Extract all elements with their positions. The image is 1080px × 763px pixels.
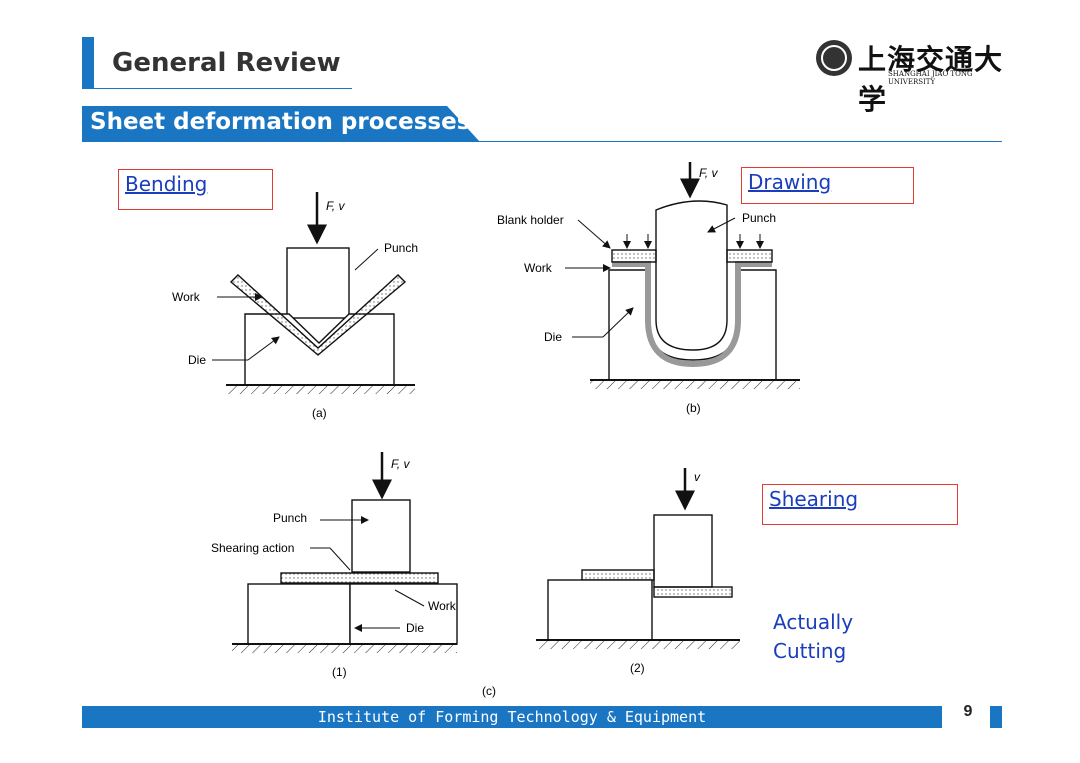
- drawing-die-label: Die: [544, 330, 562, 344]
- page-number: 9: [963, 703, 973, 720]
- drawing-work-label: Work: [524, 261, 553, 275]
- bending-force-label: F, v: [326, 199, 345, 213]
- shearing-link[interactable]: Shearing: [769, 487, 859, 511]
- shearing-die-label: Die: [406, 621, 424, 635]
- drawing-link[interactable]: Drawing: [748, 170, 832, 194]
- header-underline: [82, 88, 352, 89]
- note-line-1: Actually: [773, 610, 854, 634]
- shearing-punch-label: Punch: [273, 511, 307, 525]
- logo-chinese-text: 上海交通大学: [858, 43, 1004, 116]
- note-line-2: Cutting: [773, 639, 847, 663]
- bending-caption: (a): [312, 406, 327, 420]
- logo-english-text: SHANGHAI JIAO TONG UNIVERSITY: [888, 70, 973, 86]
- drawing-caption: (b): [686, 401, 701, 415]
- bending-link[interactable]: Bending: [125, 172, 208, 196]
- section-title: Sheet deformation processes: [90, 109, 471, 135]
- figure-shearing-1: [232, 452, 458, 653]
- header-accent-bar: [82, 37, 94, 89]
- seal-icon: [816, 40, 852, 76]
- bending-label-box[interactable]: Bending: [118, 169, 273, 210]
- shearing-force-label: F, v: [391, 457, 410, 471]
- drawing-label-box[interactable]: Drawing: [741, 167, 914, 204]
- figure-bending: [212, 192, 415, 394]
- shearing-2-force-label: v: [694, 470, 701, 484]
- section-underline: [82, 141, 1002, 142]
- shearing-group-caption: (c): [482, 684, 496, 698]
- drawing-punch-label: Punch: [742, 211, 776, 225]
- section-tab-shape: [82, 106, 480, 142]
- figure-drawing: [565, 162, 800, 389]
- shearing-1-caption: (1): [332, 665, 347, 679]
- footer-bar: [82, 706, 942, 728]
- drawing-force-label: F, v: [699, 166, 718, 180]
- shearing-action-label: Shearing action: [211, 541, 294, 555]
- drawing-blank-holder-label: Blank holder: [497, 213, 564, 227]
- bending-punch-label: Punch: [384, 241, 418, 255]
- bending-die-label: Die: [188, 353, 206, 367]
- bending-work-label: Work: [172, 290, 201, 304]
- figure-shearing-2: [536, 468, 740, 649]
- footer-institute: Institute of Forming Technology & Equipm…: [317, 708, 707, 726]
- shearing-work-label: Work: [428, 599, 457, 613]
- shearing-2-caption: (2): [630, 661, 645, 675]
- page-accent-bar: [990, 706, 1002, 728]
- page-title: General Review: [112, 48, 341, 78]
- university-logo: 上海交通大学 SHANGHAI JIAO TONG UNIVERSITY: [816, 40, 1006, 116]
- note-text: Actually Cutting: [773, 608, 853, 666]
- shearing-label-box[interactable]: Shearing: [762, 484, 958, 525]
